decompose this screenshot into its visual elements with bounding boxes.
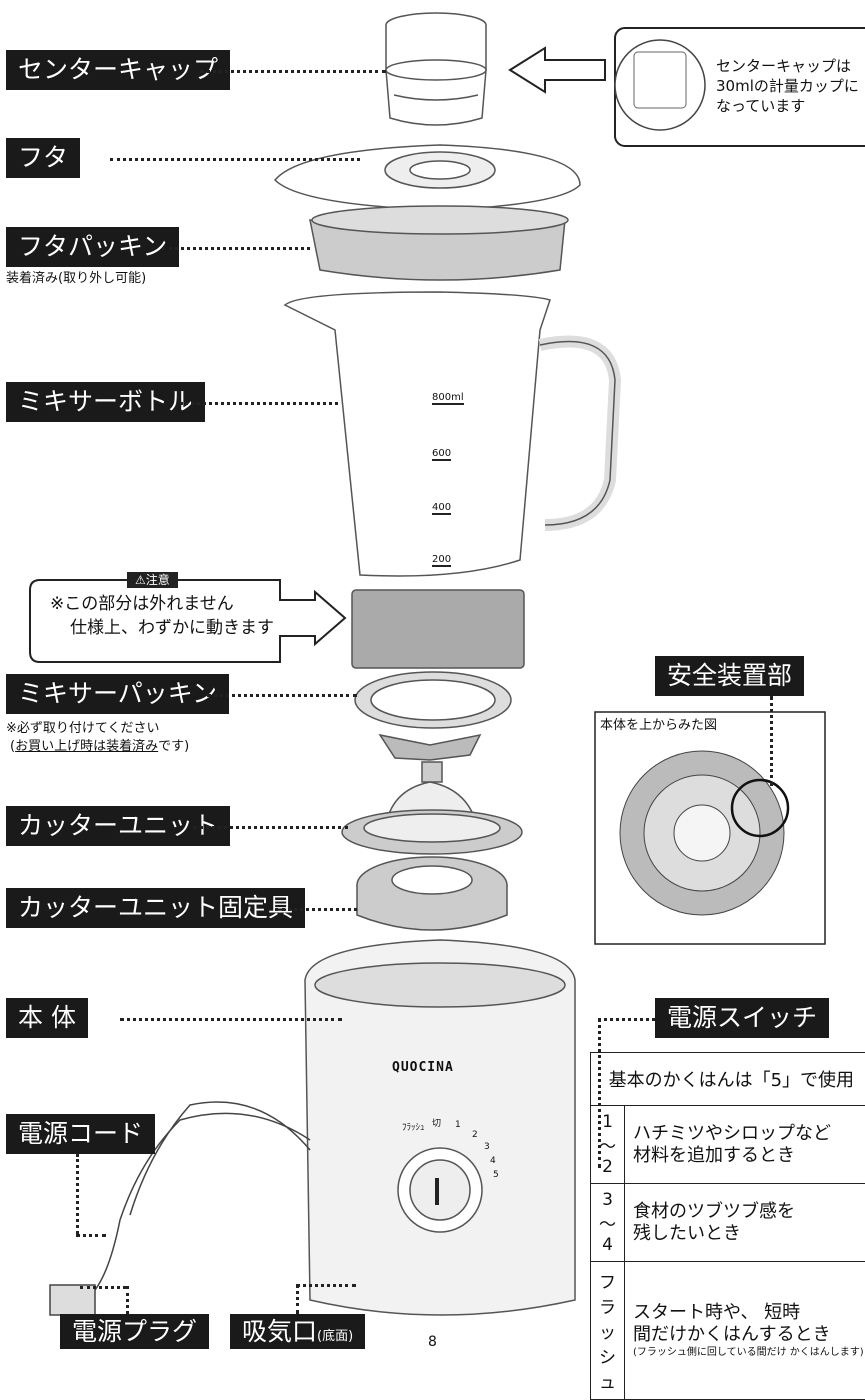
mixer-packing-drawing [355,672,511,728]
dial-2: 2 [472,1130,478,1140]
cutter-fixture-leader [275,908,357,911]
center-cap-leader [200,70,386,73]
dial-3: 3 [484,1142,490,1152]
cutter-unit-drawing [342,735,522,854]
dial-1: 1 [455,1120,461,1130]
mixer-bottle-leader [180,402,338,405]
lid-packing-drawing [310,206,568,280]
power-plug-label: 電源プラグ [60,1314,209,1349]
mixer-packing-leader [207,694,357,697]
caution-line-2: 仕様上、わずかに動きます [70,616,274,640]
dial-off: 切 [432,1116,441,1129]
table-row: 1 〜 2 ハチミツやシロップなど材料を追加するとき [591,1106,865,1184]
caution-line-1: ※この部分は外れません [50,592,234,616]
power-plug-leader-h [80,1286,126,1289]
air-intake-leader-v [296,1284,299,1314]
power-cord-leader-v [76,1154,79,1234]
callout-arrow-icon [510,48,605,92]
mixer-packing-note-1: ※必ず取り付けてください [6,720,160,737]
table-row: フラッシュ スタート時や、 短時間だけかくはんするとき(フラッシュ側に回している… [591,1262,865,1400]
safety-device-label: 安全装置部 [655,656,804,696]
scale-800: 800ml [432,392,464,405]
center-cap-callout-text: センターキャップは 30mlの計量カップに なっています [716,56,859,116]
lid-drawing [275,145,580,210]
cutter-fixture-label: カッターユニット固定具 [6,888,305,928]
mixer-bottle-label: ミキサーボトル [6,382,205,422]
speed-key: フラッシュ [591,1262,625,1400]
scale-400: 400 [432,502,451,515]
callout-line-1: センターキャップは [716,56,859,76]
callout-line-3: なっています [716,96,859,116]
cutter-unit-leader [193,826,348,829]
mixer-packing-label: ミキサーパッキン [6,674,229,714]
power-cord-leader-h [76,1234,106,1237]
center-cap-label: センターキャップ [6,50,230,90]
top-view-title: 本体を上からみた図 [600,714,717,733]
scale-600: 600 [432,448,451,461]
dial-5: 5 [493,1170,499,1180]
body-label: 本 体 [6,998,88,1038]
center-cap-drawing [386,13,486,125]
speed-desc: 食材のツブツブ感を残したいとき [625,1184,865,1262]
power-switch-label: 電源スイッチ [655,998,829,1038]
lid-label: フタ [6,138,80,178]
lid-packing-label: フタパッキン [6,227,179,267]
speed-key: 3 〜 4 [591,1184,625,1262]
speed-table: 基本のかくはんは「5」で使用 1 〜 2 ハチミツやシロップなど材料を追加すると… [590,1052,865,1400]
cutter-fixture-drawing [357,857,507,930]
brand-logo: QUOCINA [392,1060,454,1075]
mixer-packing-note-2: (お買い上げ時は装着済みです) [10,738,189,755]
page-number: 8 [428,1334,437,1350]
lid-leader [110,158,360,161]
speed-table-header: 基本のかくはんは「5」で使用 [591,1053,865,1106]
callout-line-2: 30mlの計量カップに [716,76,859,96]
dial-flash: ﾌﾗｯｼｭ [402,1120,425,1133]
speed-key: 1 〜 2 [591,1106,625,1184]
air-intake-label: 吸気口(底面) [230,1314,365,1349]
speed-table-header-row: 基本のかくはんは「5」で使用 [591,1053,865,1106]
table-row: 3 〜 4 食材のツブツブ感を残したいとき [591,1184,865,1262]
lid-packing-leader [162,247,310,250]
power-switch-leader-h [598,1018,655,1021]
top-view-box [595,712,825,944]
body-leader [120,1018,342,1021]
air-intake-leader-h [296,1284,356,1287]
speed-desc: ハチミツやシロップなど材料を追加するとき [625,1106,865,1184]
lid-packing-note: 装着済み(取り外し可能) [6,270,146,287]
power-cord-label: 電源コード [6,1114,155,1154]
speed-desc: スタート時や、 短時間だけかくはんするとき(フラッシュ側に回している間だけ かく… [625,1262,865,1400]
scale-200: 200 [432,554,451,567]
caution-badge: ⚠注意 [127,572,178,588]
power-plug-leader-v [126,1286,129,1314]
dial-4: 4 [490,1156,496,1166]
safety-device-leader [770,696,773,786]
